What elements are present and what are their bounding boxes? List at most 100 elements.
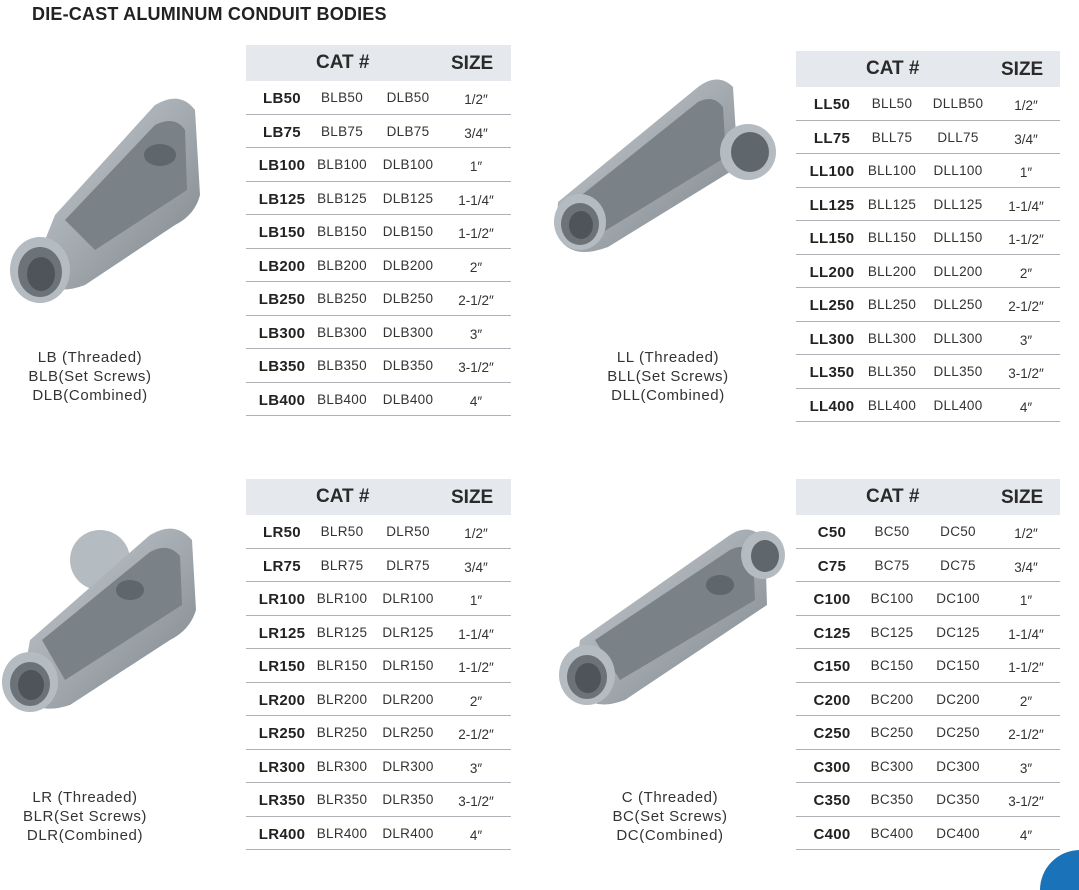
cat-set-screws: BLR300: [316, 758, 368, 774]
cat-combined: DC125: [936, 624, 980, 640]
cat-threaded: LB400: [258, 391, 306, 409]
size-value: 4″: [1019, 827, 1033, 843]
page-title: DIE-CAST ALUMINUM CONDUIT BODIES: [32, 4, 387, 24]
cat-set-screws: BC250: [870, 725, 914, 740]
cat-combined: DLB400: [382, 391, 434, 407]
size-value: 1-1/2″: [458, 226, 494, 241]
cat-combined: DLB50: [386, 90, 430, 105]
cat-threaded: LL200: [809, 263, 855, 281]
cat-set-screws: BLB300: [317, 324, 367, 340]
cat-threaded: LR250: [258, 725, 306, 742]
cat-set-screws: BLL100: [867, 163, 917, 178]
cat-set-screws: BLB75: [320, 123, 364, 139]
cat-set-screws: BLL350: [867, 364, 917, 379]
size-value: 2″: [469, 693, 483, 709]
cat-set-screws: BLB50: [320, 90, 364, 105]
cat-threaded: LB125: [258, 190, 306, 208]
cat-threaded: LR100: [258, 591, 306, 608]
cat-set-screws: BC300: [870, 758, 914, 774]
cat-combined: DLB75: [386, 123, 430, 139]
cat-threaded: LB200: [258, 257, 306, 275]
size-value: 2-1/2″: [1008, 727, 1044, 742]
cat-combined: DLB125: [382, 190, 434, 206]
size-value: 1-1/4″: [458, 192, 494, 208]
cat-threaded: LL250: [809, 297, 855, 314]
cat-set-screws: BLR50: [320, 524, 364, 539]
cat-header: CAT #: [316, 52, 370, 73]
cat-threaded: LR150: [258, 658, 306, 675]
cat-combined: DLL200: [933, 263, 983, 279]
cat-threaded: C50: [817, 524, 847, 541]
cat-threaded: LR50: [263, 524, 301, 541]
size-value: 1-1/2″: [1008, 232, 1044, 247]
size-value: 2″: [1019, 693, 1033, 709]
table-header: CAT #SIZE: [246, 479, 511, 515]
cat-header: CAT #: [866, 58, 920, 79]
cat-threaded: LB50: [263, 90, 301, 107]
cat-threaded: LB100: [258, 157, 306, 174]
size-value: 4″: [469, 827, 483, 843]
cat-set-screws: BLL150: [867, 230, 917, 245]
table-header: CAT #SIZE: [246, 45, 511, 81]
cat-combined: DC200: [936, 691, 980, 707]
cat-threaded: LL300: [809, 330, 855, 348]
cat-threaded: LB350: [258, 358, 306, 375]
cat-combined: DC150: [936, 658, 980, 673]
size-value: 3-1/2″: [458, 794, 494, 809]
cat-set-screws: BLR150: [316, 658, 368, 673]
cat-threaded: LR400: [258, 825, 306, 843]
cat-threaded: LL75: [813, 129, 851, 147]
cat-threaded: LL400: [809, 397, 855, 415]
size-value: 4″: [1019, 399, 1033, 415]
cat-threaded: C125: [813, 624, 851, 642]
cat-set-screws: BC125: [870, 624, 914, 640]
cat-combined: DC100: [936, 591, 980, 606]
cat-threaded: LB75: [263, 123, 301, 141]
cat-combined: DLR125: [382, 624, 434, 640]
size-value: 1-1/4″: [1008, 198, 1044, 214]
cat-combined: DLL350: [933, 364, 983, 379]
cat-combined: DC300: [936, 758, 980, 774]
cat-combined: DLL300: [933, 330, 983, 346]
cat-combined: DLB300: [382, 324, 434, 340]
cat-set-screws: BLB100: [317, 157, 367, 172]
cat-threaded: LR75: [263, 557, 301, 575]
size-value: 3/4″: [1014, 131, 1038, 147]
size-value: 1-1/2″: [458, 660, 494, 675]
cat-set-screws: BC400: [870, 825, 914, 841]
size-value: 3″: [469, 326, 483, 342]
cat-combined: DLR50: [386, 524, 430, 539]
cat-combined: DLR100: [382, 591, 434, 606]
size-value: 3″: [469, 760, 483, 776]
cat-set-screws: BLL125: [867, 196, 917, 212]
cat-set-screws: BC50: [874, 524, 910, 539]
size-value: 3/4″: [464, 559, 488, 575]
size-value: 1/2″: [1014, 526, 1038, 541]
cat-threaded: LR200: [258, 691, 306, 709]
cat-threaded: LL125: [809, 196, 855, 214]
c-caption: C (Threaded)BC(Set Screws)DC(Combined): [612, 789, 728, 844]
cat-set-screws: BC100: [870, 591, 914, 606]
cat-combined: DLR350: [382, 792, 434, 807]
cat-threaded: LR300: [258, 758, 306, 776]
cat-set-screws: BLL200: [867, 263, 917, 279]
cat-combined: DLL75: [937, 129, 979, 145]
size-value: 2″: [1019, 265, 1033, 281]
cat-set-screws: BLL75: [871, 129, 913, 145]
